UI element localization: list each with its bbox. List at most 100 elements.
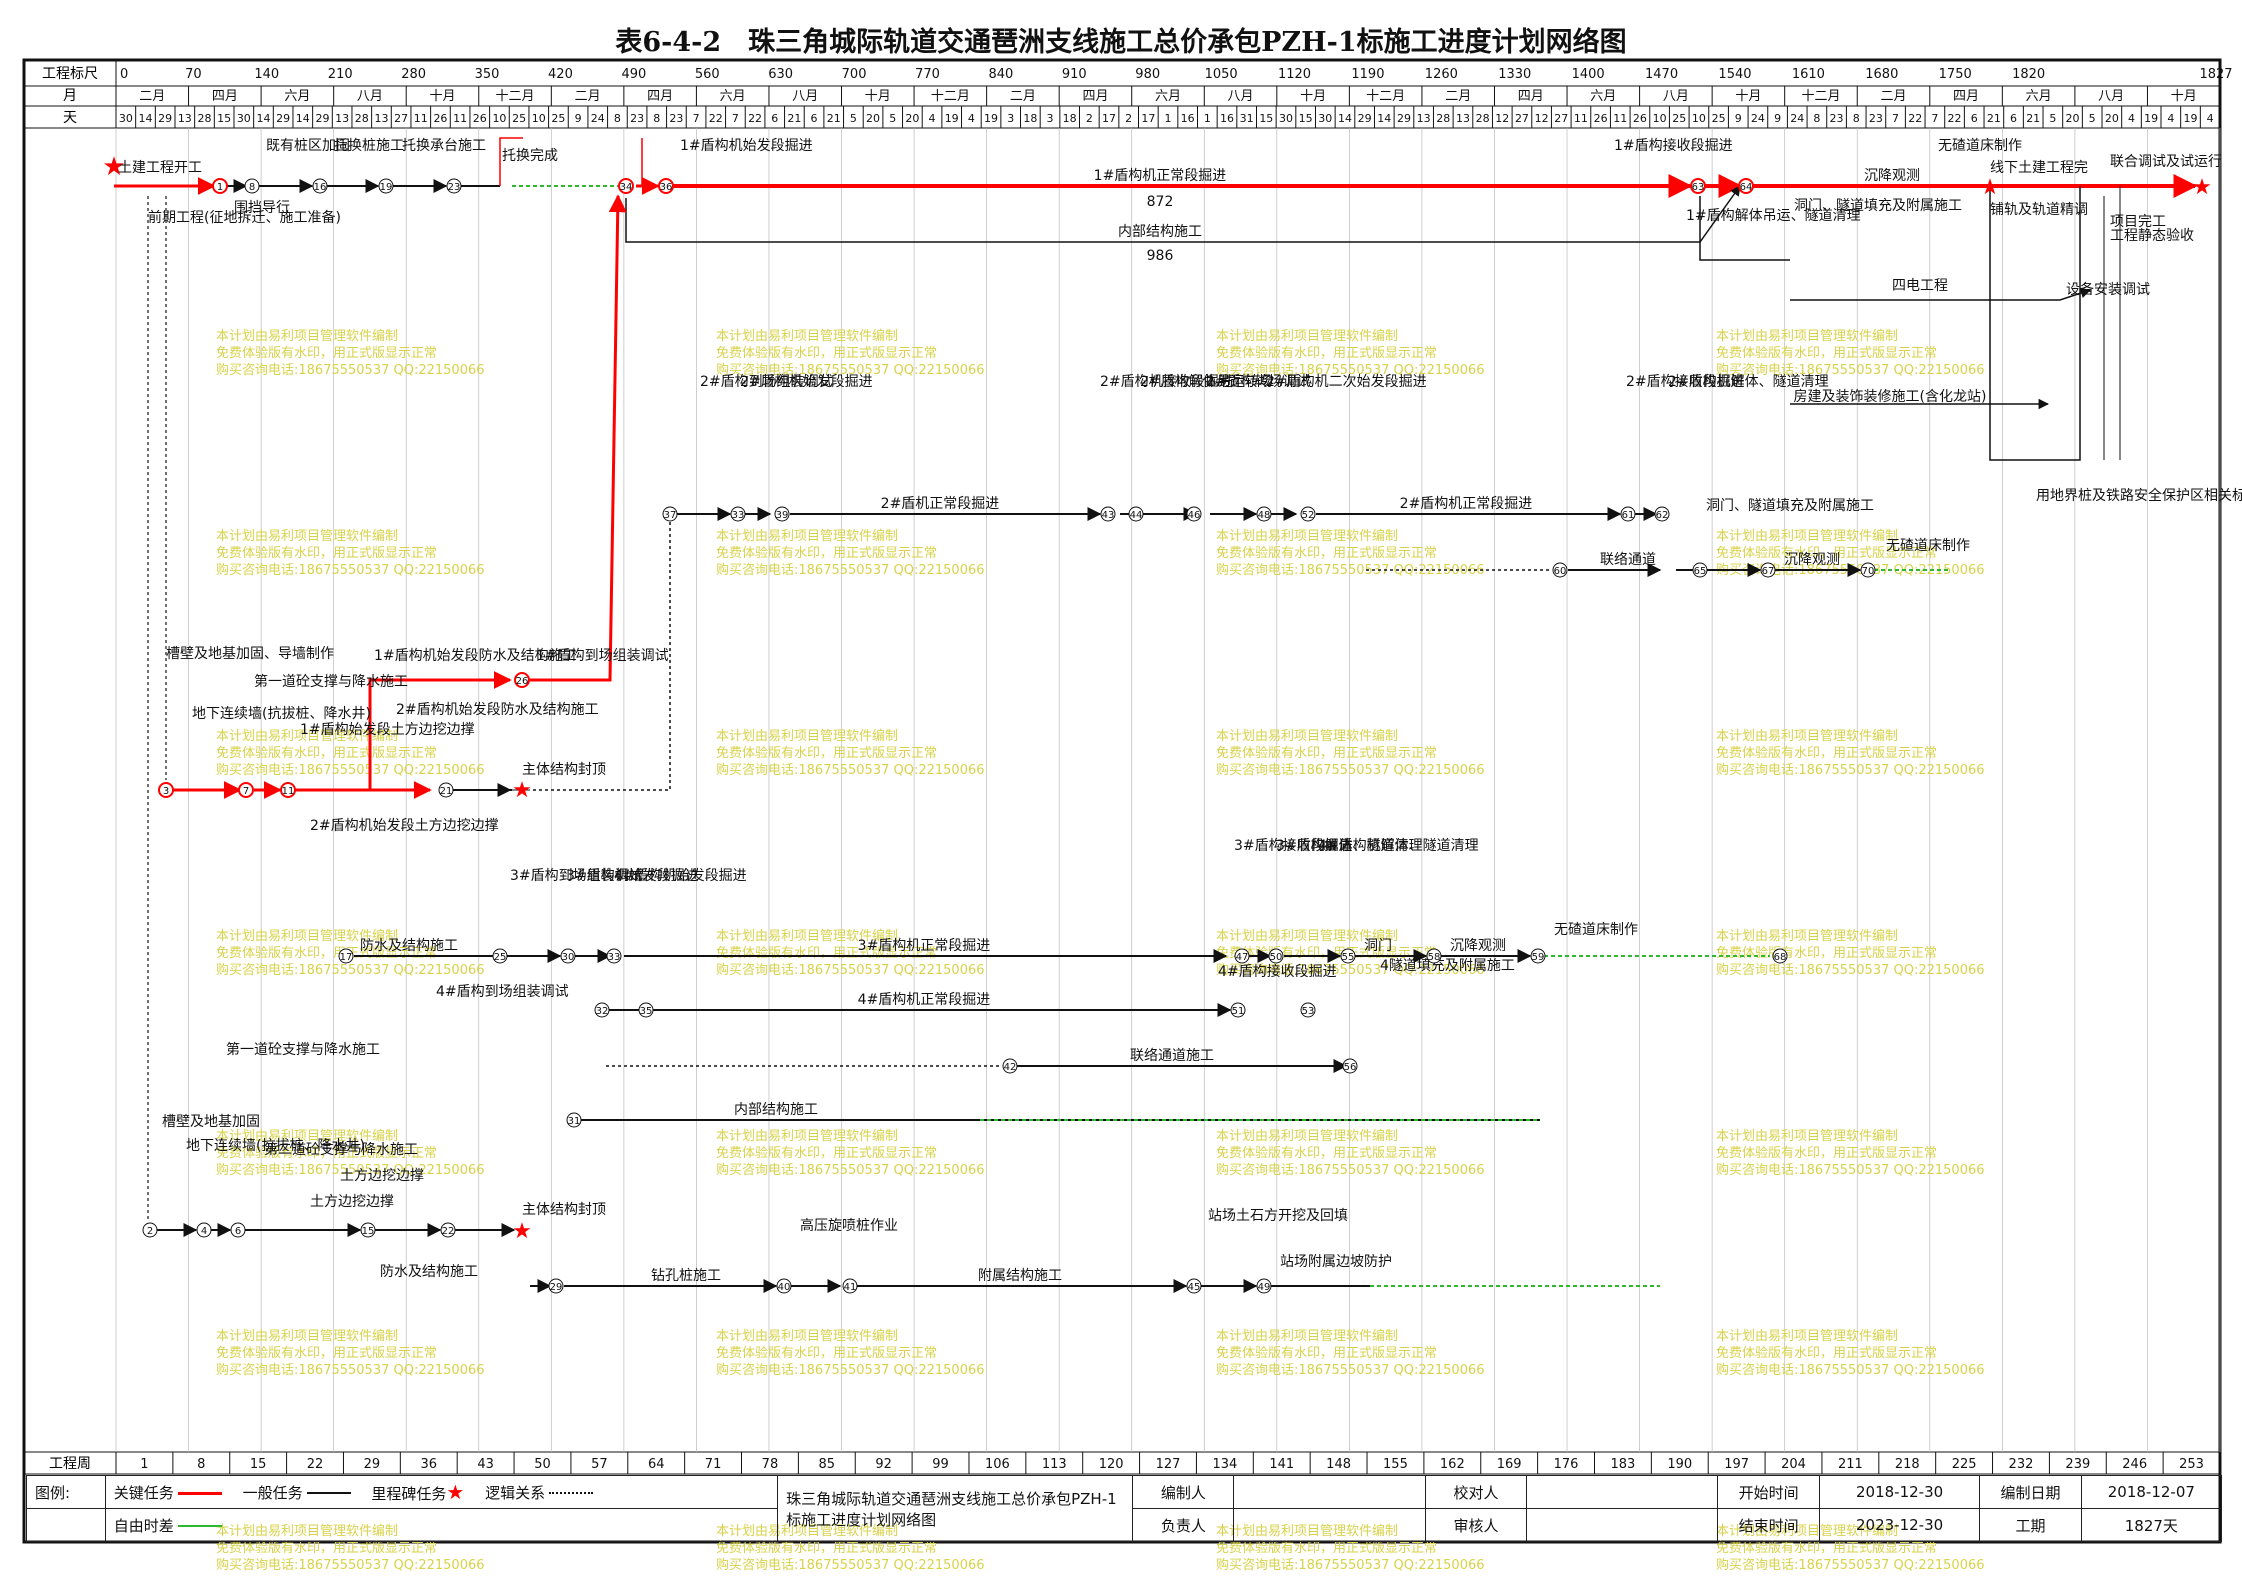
day-tick: 5 <box>889 112 896 125</box>
month-tick: 二月 <box>1881 89 1907 104</box>
watermark-text: 购买咨询电话:18675550537 QQ:22150066 <box>1716 762 1985 778</box>
left-verticals <box>147 186 2121 1220</box>
watermark-text: 购买咨询电话:18675550537 QQ:22150066 <box>216 1162 485 1178</box>
svg-text:33: 33 <box>732 510 745 521</box>
svg-text:8: 8 <box>249 182 255 193</box>
month-tick: 四月 <box>1953 89 1979 104</box>
day-tick: 20 <box>2105 112 2119 125</box>
watermark-text: 本计划由易利项目管理软件编制 <box>716 1129 898 1144</box>
svg-text:29: 29 <box>550 1282 563 1293</box>
month-tick: 十二月 <box>496 89 535 104</box>
week-tick: 99 <box>932 1457 949 1472</box>
week-tick: 204 <box>1781 1457 1806 1472</box>
day-tick: 7 <box>732 112 739 125</box>
scale-tick: 1540 <box>1718 67 1751 82</box>
watermark-text: 购买咨询电话:18675550537 QQ:22150066 <box>216 1557 485 1573</box>
day-tick: 27 <box>1554 112 1568 125</box>
svg-text:50: 50 <box>1270 952 1283 963</box>
svg-text:52: 52 <box>1302 510 1315 521</box>
day-tick: 4 <box>968 112 975 125</box>
label-m2-launch: 2#盾构机始发段掘进 <box>740 374 873 390</box>
day-tick: 9 <box>1774 112 1781 125</box>
day-tick: 22 <box>1908 112 1922 125</box>
watermark-text: 购买咨询电话:18675550537 QQ:22150066 <box>216 762 485 778</box>
svg-text:25: 25 <box>494 952 507 963</box>
day-tick: 13 <box>1456 112 1470 125</box>
watermark-text: 购买咨询电话:18675550537 QQ:22150066 <box>216 962 485 978</box>
week-tick: 57 <box>591 1457 608 1472</box>
day-tick: 25 <box>551 112 565 125</box>
day-tick: 21 <box>787 112 801 125</box>
watermark-text: 免费体验版有水印，用正式版显示正常 <box>1216 1540 1437 1556</box>
week-tick: 127 <box>1156 1457 1181 1472</box>
day-tick: 10 <box>1653 112 1667 125</box>
month-tick: 六月 <box>1155 89 1181 104</box>
day-tick: 25 <box>1672 112 1686 125</box>
svg-text:31: 31 <box>568 1116 581 1127</box>
day-tick: 27 <box>1515 112 1529 125</box>
label-transfer-done: 托换完成 <box>502 147 558 164</box>
watermark-text: 本计划由易利项目管理软件编制 <box>216 329 398 344</box>
svg-text:3: 3 <box>163 786 169 797</box>
label-trench2: 槽壁及地基加固 <box>162 1113 260 1130</box>
month-tick: 十二月 <box>1801 89 1840 104</box>
day-tick: 16 <box>1220 112 1234 125</box>
week-tick: 22 <box>307 1457 324 1472</box>
start-milestone-icon: ★ <box>102 152 125 182</box>
svg-text:21: 21 <box>440 786 453 797</box>
svg-text:64: 64 <box>1740 182 1753 193</box>
day-tick: 16 <box>1181 112 1195 125</box>
day-tick: 10 <box>492 112 506 125</box>
watermark-text: 购买咨询电话:18675550537 QQ:22150066 <box>716 1557 985 1573</box>
prepared-by-value <box>1233 1475 1426 1509</box>
week-tick: 246 <box>2122 1457 2147 1472</box>
day-tick: 22 <box>748 112 762 125</box>
week-tick: 148 <box>1326 1457 1351 1472</box>
day-tick: 26 <box>1633 112 1647 125</box>
week-tick: 176 <box>1554 1457 1579 1472</box>
watermark-text: 免费体验版有水印，用正式版显示正常 <box>1716 1540 1937 1556</box>
watermark-text: 本计划由易利项目管理软件编制 <box>716 1329 898 1344</box>
scale-tick: 1120 <box>1278 67 1311 82</box>
watermark-text: 免费体验版有水印，用正式版显示正常 <box>1716 545 1937 561</box>
label-joint-test: 联合调试及试运行 <box>2110 154 2222 170</box>
day-tick: 11 <box>1574 112 1588 125</box>
label-settle1: 沉降观测 <box>1864 168 1920 184</box>
watermark-text: 本计划由易利项目管理软件编制 <box>1716 329 1898 344</box>
responsible-value <box>1233 1508 1426 1542</box>
responsible-label: 负责人 <box>1132 1508 1235 1542</box>
day-tick: 20 <box>905 112 919 125</box>
day-tick: 15 <box>1259 112 1273 125</box>
outer-frame <box>22 58 2222 1544</box>
day-tick: 2 <box>1125 112 1132 125</box>
label-inner1: 内部结构施工 <box>1118 224 1202 240</box>
seal-1-milestone-icon: ★ <box>512 778 532 803</box>
week-tick: 106 <box>985 1457 1010 1472</box>
day-tick: 5 <box>2049 112 2056 125</box>
label-equip-install: 设备安装调试 <box>2066 281 2150 298</box>
day-tick: 17 <box>1102 112 1116 125</box>
svg-text:1: 1 <box>217 182 223 193</box>
day-tick: 30 <box>1318 112 1332 125</box>
label-m4-launch: 4#盾构机始发段掘进 <box>614 868 747 884</box>
month-tick: 二月 <box>139 89 165 104</box>
row-1-milestones: ★ ★ <box>1980 175 2212 200</box>
watermark-text: 购买咨询电话:18675550537 QQ:22150066 <box>1716 1557 1985 1573</box>
label-m2-assemble: 2#盾构到场组装调试 <box>700 374 833 390</box>
watermark-text: 购买咨询电话:18675550537 QQ:22150066 <box>1216 962 1485 978</box>
day-tick: 14 <box>1377 112 1391 125</box>
watermark-text: 购买咨询电话:18675550537 QQ:22150066 <box>216 562 485 578</box>
label-m4-assemble: 4#盾构到场组装调试 <box>436 984 569 1000</box>
month-tick: 八月 <box>1228 89 1254 104</box>
svg-text:42: 42 <box>1004 1062 1017 1073</box>
scale-tick: 140 <box>254 67 279 82</box>
day-tick: 29 <box>315 112 329 125</box>
label-aux: 附属结构施工 <box>978 1268 1062 1284</box>
label-station-slope: 站场附属边坡防护 <box>1280 1254 1392 1270</box>
day-tick: 22 <box>1948 112 1962 125</box>
label-m4-dismantle: 4#盾构机解体、隧道清理 <box>1318 838 1479 854</box>
label-m1-normal: 1#盾构机正常段掘进 <box>1094 168 1227 184</box>
label-portal1: 洞门、隧道填充及附属施工 <box>1794 198 1962 214</box>
week-tick: 134 <box>1212 1457 1237 1472</box>
label-strut3: 第二道砼支撑与降水施工 <box>264 1141 418 1158</box>
